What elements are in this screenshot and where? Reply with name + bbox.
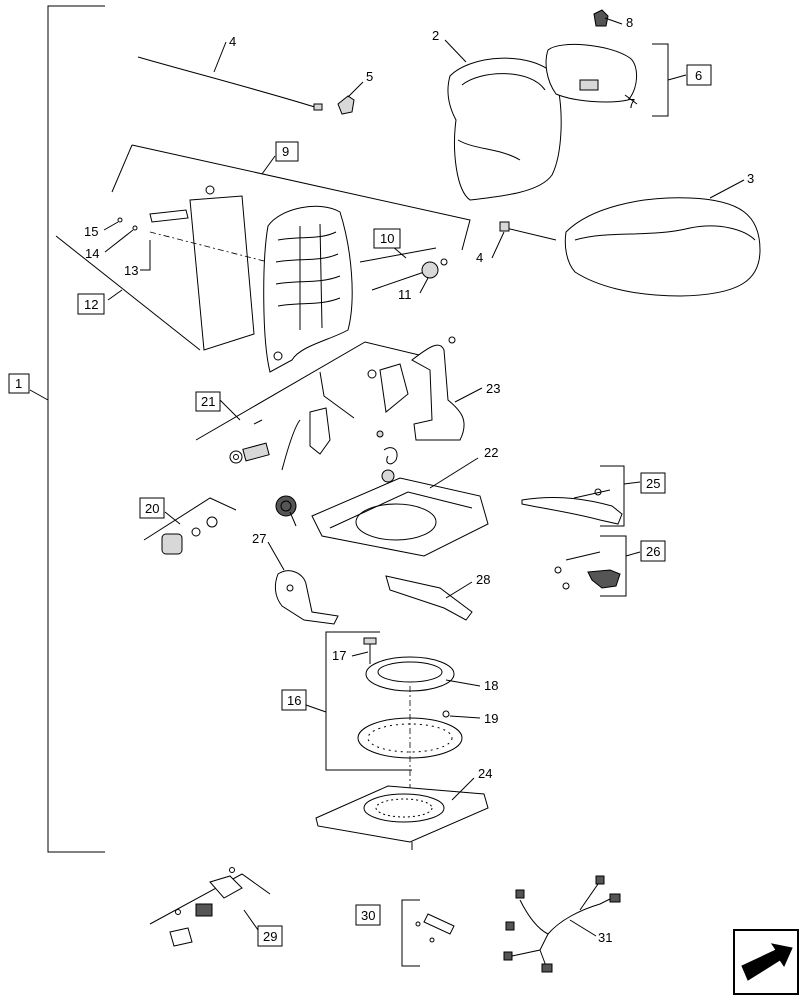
callout-31: 31	[598, 930, 612, 945]
backrest-cushion-part-2: 2	[432, 28, 562, 201]
callout-8: 8	[626, 15, 633, 30]
group-10-part: 10 11	[359, 228, 448, 302]
callout-18: 18	[484, 678, 498, 693]
bearing-ring	[357, 686, 463, 804]
bracket-part-27: 27	[252, 531, 339, 625]
callout-14: 14	[85, 246, 99, 261]
bracket-part-13: 13	[124, 209, 189, 278]
callout-26: 26	[646, 544, 660, 559]
callout-15: 15	[84, 224, 98, 239]
callout-30: 30	[361, 908, 375, 923]
headrest-part-7: 7	[545, 43, 638, 111]
ball-part-19: 19	[442, 710, 498, 726]
backrest-panel	[149, 185, 269, 351]
group-1-bracket: 1	[8, 5, 105, 853]
bracket-part-28: 28	[385, 572, 490, 621]
group-16-bracket: 16	[281, 631, 412, 771]
switch-assembly-part-29: 29	[149, 867, 283, 947]
screw-part-15: 15	[84, 217, 123, 239]
callout-12: 12	[84, 297, 98, 312]
callout-28: 28	[476, 572, 490, 587]
bracket-part-23: 23	[411, 336, 500, 441]
seat-cushion-part-3: 3	[564, 171, 761, 297]
callout-3: 3	[747, 171, 754, 186]
next-arrow-icon[interactable]	[733, 929, 799, 995]
cable-part-4: 4	[137, 34, 323, 111]
callout-7: 7	[628, 96, 635, 111]
callout-4b: 4	[476, 250, 483, 265]
backrest-frame	[263, 205, 353, 373]
callout-1: 1	[15, 376, 22, 391]
mechanism-parts-21	[229, 363, 409, 471]
callout-9: 9	[282, 144, 289, 159]
handle-part-26: 26	[554, 535, 666, 597]
clip-part-8: 8	[593, 9, 633, 30]
callout-17: 17	[332, 648, 346, 663]
callout-16: 16	[287, 693, 301, 708]
seat-base-part-22: 22	[311, 445, 498, 557]
coil-spring	[275, 495, 297, 527]
bumper-part-20: 20	[139, 497, 237, 555]
group-21-frame: 21	[195, 341, 441, 441]
callout-19: 19	[484, 711, 498, 726]
washer-part-14: 14	[85, 225, 138, 261]
callout-20: 20	[145, 501, 159, 516]
callout-10: 10	[380, 231, 394, 246]
wiring-harness-part-31: 31	[503, 875, 621, 973]
callout-25: 25	[646, 476, 660, 491]
callout-29: 29	[263, 929, 277, 944]
callout-23: 23	[486, 381, 500, 396]
bolt-part-17: 17	[332, 637, 377, 664]
callout-6: 6	[695, 68, 702, 83]
ring-plate-part-18: 18	[365, 656, 498, 693]
callout-24: 24	[478, 766, 492, 781]
callout-13: 13	[124, 263, 138, 278]
clip-part-5: 5	[337, 69, 373, 115]
rod-part-4-second: 4	[476, 221, 557, 265]
callout-5: 5	[366, 69, 373, 84]
base-plate-part-24: 24	[315, 766, 492, 850]
callout-21: 21	[201, 394, 215, 409]
group-6-bracket: 6	[652, 43, 712, 117]
group-12-label: 12	[77, 293, 105, 315]
callout-22: 22	[484, 445, 498, 460]
group-9-frame: 9	[55, 141, 471, 351]
lever-part-25: 25	[521, 465, 666, 527]
callout-11: 11	[398, 287, 412, 302]
clip-part-30: 30	[355, 899, 455, 967]
callout-4a: 4	[229, 34, 236, 49]
callout-2: 2	[432, 28, 439, 43]
callout-27: 27	[252, 531, 266, 546]
